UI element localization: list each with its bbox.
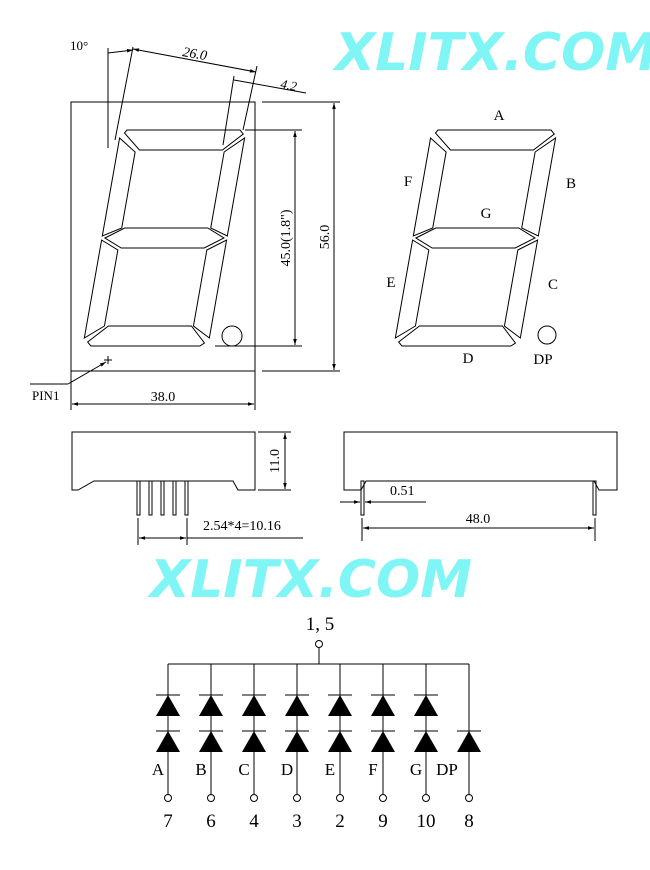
digit-height-label: 45.0(1.8") <box>279 209 294 266</box>
digit-outline <box>82 129 247 347</box>
segment-label: DP <box>436 760 458 779</box>
segment-label-a: A <box>494 108 505 124</box>
channel-g: G 10 <box>410 664 438 832</box>
pin-terminal <box>164 794 172 802</box>
pin-span-label: 48.0 <box>466 512 491 527</box>
channel-f: F9 <box>368 664 395 832</box>
common-pin-label: 1, 5 <box>306 614 335 635</box>
channel-d: D3 <box>281 664 309 832</box>
diode-icon <box>242 731 266 752</box>
pin-terminal <box>379 794 387 802</box>
segment-label-b: B <box>566 176 576 192</box>
segment-label: D <box>281 760 293 779</box>
pin-width-label: 0.51 <box>390 484 415 499</box>
segment-label: E <box>325 760 335 779</box>
pin-number: 10 <box>417 811 436 832</box>
pin-terminal <box>250 794 258 802</box>
segment-label-e: E <box>386 275 395 291</box>
body-height-label: 56.0 <box>318 225 333 250</box>
segment-label: G <box>410 760 422 779</box>
package-outline <box>70 101 256 372</box>
width-top-label: 26.0 <box>181 45 208 64</box>
diode-icon <box>328 695 352 716</box>
segment-label-dp: DP <box>533 352 552 368</box>
pin-number: 2 <box>335 811 345 832</box>
segment-label: B <box>195 760 206 779</box>
diode-icon <box>285 731 309 752</box>
pin1-label: PIN1 <box>32 388 59 403</box>
pitch-label: 2.54*4=10.16 <box>203 519 281 534</box>
pin-number: 4 <box>249 811 259 832</box>
segment-label: A <box>152 760 165 779</box>
channel-c: C4 <box>238 664 266 832</box>
segment-width-label: 4.2 <box>279 76 298 94</box>
watermark: XLITX.COM <box>332 23 650 83</box>
pin-terminal <box>336 794 344 802</box>
pin-terminal <box>207 794 215 802</box>
diode-icon <box>285 695 309 716</box>
angle-label: 10° <box>70 38 88 53</box>
pin-number: 7 <box>163 811 173 832</box>
pin-number: 9 <box>378 811 388 832</box>
diode-icon <box>199 731 223 752</box>
pin-number: 6 <box>206 811 216 832</box>
segment-label: F <box>368 760 377 779</box>
depth-label: 11.0 <box>268 449 283 473</box>
body-width-label: 38.0 <box>151 390 176 405</box>
segment-label-g: G <box>481 206 492 222</box>
side-view-pins: 2.54*4=10.16 11.0 <box>71 431 303 545</box>
diode-icon <box>328 731 352 752</box>
pin-number: 8 <box>464 811 474 832</box>
common-pin-terminal <box>315 640 323 648</box>
decimal-point <box>221 325 243 347</box>
diode-icon <box>156 731 180 752</box>
diode-icon <box>242 695 266 716</box>
diode-icon <box>414 731 438 752</box>
pin-terminal <box>293 794 301 802</box>
pin-terminal <box>422 794 430 802</box>
diode-icon <box>457 731 481 752</box>
diode-icon <box>156 695 180 716</box>
decimal-point <box>537 325 557 345</box>
segment-label-c: C <box>548 277 558 293</box>
diode-icon <box>199 695 223 716</box>
side-view-span: 0.51 48.0 <box>340 431 618 541</box>
front-view: 10° 26.0 4.2 45.0(1.8") 56.0 38.0 PIN1 <box>30 38 340 410</box>
pin-terminal <box>465 794 473 802</box>
watermark: XLITX.COM <box>147 550 472 610</box>
digit-segments <box>393 129 558 347</box>
diode-icon <box>371 695 395 716</box>
channel-a: A7 <box>152 664 180 832</box>
segment-label-d: D <box>463 351 474 367</box>
pin-number: 3 <box>292 811 302 832</box>
diode-icon <box>371 731 395 752</box>
channel-dp: DP 8 <box>436 664 481 832</box>
segment-label-f: F <box>404 174 412 190</box>
channel-b: B6 <box>195 664 223 832</box>
segment-view: A B C D E F G DP <box>386 108 576 368</box>
diode-icon <box>414 695 438 716</box>
segment-label: C <box>238 760 249 779</box>
channel-e: E2 <box>325 664 352 832</box>
